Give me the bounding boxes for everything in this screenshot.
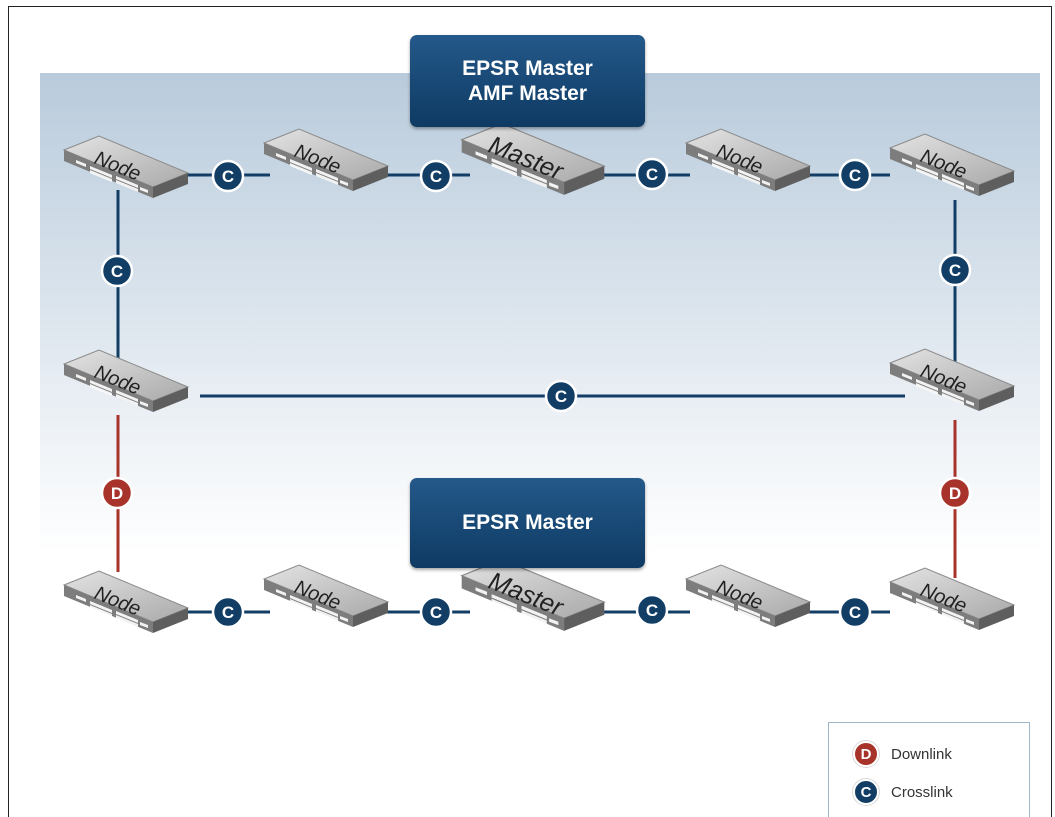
svg-text:C: C <box>555 387 567 406</box>
svg-text:C: C <box>849 603 861 622</box>
node-switch: Node <box>63 570 189 634</box>
svg-text:C: C <box>646 165 658 184</box>
svg-text:C: C <box>430 603 442 622</box>
legend-crosslink-label: Crosslink <box>891 783 953 801</box>
crosslink-badge: C <box>635 157 669 191</box>
legend-downlink-label: Downlink <box>891 745 952 763</box>
svg-text:C: C <box>849 166 861 185</box>
epsr-amf-master-box: EPSR Master AMF Master <box>410 35 645 127</box>
downlink-badge: D <box>100 476 134 510</box>
crosslink-badge: C <box>211 159 245 193</box>
crosslink-badge: C <box>938 253 972 287</box>
crosslink-badge: C <box>838 158 872 192</box>
epsr-master-box: EPSR Master <box>410 478 645 568</box>
master-switch: Master <box>461 559 605 632</box>
crosslink-badge: C <box>635 593 669 627</box>
crosslink-badge: C <box>211 595 245 629</box>
crosslink-badge: C <box>419 159 453 193</box>
master-box-line2: AMF Master <box>467 82 588 105</box>
downlink-icon: D <box>853 741 879 767</box>
svg-text:D: D <box>949 484 961 503</box>
legend: D Downlink C Crosslink <box>828 722 1030 817</box>
svg-text:D: D <box>111 484 123 503</box>
node-switch: Node <box>263 564 389 628</box>
svg-text:C: C <box>222 603 234 622</box>
legend-crosslink: C Crosslink <box>853 779 953 805</box>
crosslink-icon: C <box>853 779 879 805</box>
crosslink-badge: C <box>838 595 872 629</box>
crosslink-badge: C <box>544 379 578 413</box>
downlink-badge: D <box>938 476 972 510</box>
svg-text:C: C <box>646 601 658 620</box>
crosslink-badge: C <box>419 595 453 629</box>
svg-text:C: C <box>430 167 442 186</box>
svg-text:C: C <box>111 262 123 281</box>
legend-downlink: D Downlink <box>853 741 952 767</box>
master-box-line1: EPSR Master <box>462 511 593 535</box>
svg-text:C: C <box>222 167 234 186</box>
node-switch: Node <box>685 564 811 628</box>
diagram-frame <box>8 6 1052 817</box>
crosslink-badge: C <box>100 254 134 288</box>
svg-text:C: C <box>949 261 961 280</box>
node-switch: Node <box>889 567 1015 631</box>
master-box-line1: EPSR Master <box>462 56 593 80</box>
